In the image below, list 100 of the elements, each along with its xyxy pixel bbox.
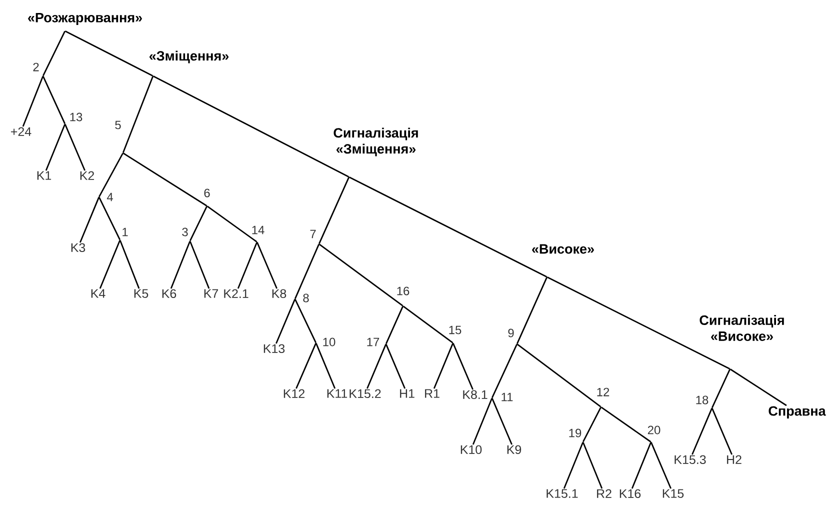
leaf-label: K2 (80, 171, 94, 180)
leaf-label: R2 (597, 489, 612, 498)
leaf-label: K11 (327, 389, 348, 398)
junction-number: 11 (502, 392, 513, 402)
tree-line (491, 398, 512, 445)
tree-line (99, 240, 121, 289)
junction-number: 6 (204, 188, 210, 198)
tree-line (42, 76, 66, 124)
leaf-label: K7 (204, 289, 218, 298)
tree-line (318, 244, 404, 306)
tree-line (491, 344, 518, 398)
junction-number: 14 (252, 226, 264, 234)
tree-line (152, 75, 350, 178)
tree-line (452, 342, 474, 390)
leaf-label: K8 (272, 289, 286, 298)
leaf-label: K9 (507, 445, 522, 454)
leaf-label: K12 (284, 389, 304, 398)
tree-line (64, 30, 154, 77)
tree-line (385, 306, 404, 344)
junction-number: 8 (303, 294, 309, 302)
junction-number: 20 (648, 426, 660, 434)
junction-number: 2 (33, 62, 39, 72)
leaf-label: R1 (425, 389, 440, 398)
junction-number: 17 (367, 338, 380, 346)
junction-number: 3 (182, 228, 188, 236)
leaf-label: K3 (71, 243, 86, 252)
junction-number: 4 (106, 192, 113, 202)
leaf-label: K16 (620, 489, 641, 498)
leaf-label: K5 (134, 289, 148, 298)
tree-line (315, 342, 336, 389)
junction-number: 7 (310, 230, 316, 238)
leaf-label: K10 (460, 445, 482, 454)
junction-number: 9 (508, 328, 514, 338)
leaf-label: K8.1 (463, 390, 488, 400)
branch-heading: Сигналізація «Високе» (700, 315, 784, 341)
tree-line (170, 240, 191, 289)
tree-line (98, 152, 124, 198)
tree-line (582, 406, 602, 442)
tree-line (294, 244, 320, 300)
tree-line (516, 276, 548, 344)
tree-line (22, 76, 44, 127)
tree-line (122, 76, 154, 154)
leaf-label: K15 (662, 489, 684, 498)
tree-line (189, 240, 210, 289)
tree-line (472, 398, 493, 445)
tree-line (348, 176, 548, 278)
tree-line (318, 176, 350, 244)
branch-heading: Сигналізація «Зміщення» (334, 128, 418, 156)
tree-line (366, 344, 387, 389)
tree-line (276, 298, 296, 344)
leaf-label: H2 (727, 455, 742, 464)
tree-line (45, 124, 66, 171)
tree-line (433, 342, 454, 389)
tree-line (296, 342, 317, 389)
tree-line (64, 124, 86, 171)
leaf-label: +24 (11, 127, 32, 136)
tree-line (206, 206, 258, 242)
junction-number: 19 (569, 428, 582, 438)
tree-line (650, 442, 672, 489)
tree-line (42, 30, 66, 76)
branch-heading: «Зміщення» (149, 50, 229, 64)
tree-line (631, 442, 652, 489)
tree-line (402, 306, 454, 344)
tree-line (119, 240, 140, 289)
tree-line (711, 408, 732, 455)
leaf-label: K6 (162, 289, 176, 298)
leaf-label: K1 (37, 171, 52, 180)
junction-number: 16 (397, 286, 410, 296)
leaf-label: K13 (264, 344, 285, 354)
junction-number: 13 (70, 112, 82, 122)
branch-heading: «Розжарювання» (28, 12, 142, 26)
tree-line (385, 344, 406, 389)
tree-line (692, 408, 713, 455)
leaf-label: K4 (91, 289, 106, 298)
tree-line (563, 442, 584, 489)
tree-line (294, 298, 317, 344)
leaf-label: H1 (400, 389, 414, 398)
tree-line (516, 344, 602, 408)
junction-number: 10 (323, 338, 336, 346)
tree-line (256, 242, 278, 289)
tree-line (79, 196, 100, 243)
leaf-label: Справна (768, 406, 826, 418)
leaf-label: K15.3 (674, 455, 706, 464)
junction-number: 18 (696, 396, 708, 404)
tree-line (711, 368, 731, 408)
tree-line (582, 442, 603, 489)
junction-number: 15 (449, 326, 462, 334)
branch-heading: «Високе» (532, 244, 594, 254)
leaf-label: K2.1 (224, 289, 248, 298)
junction-number: 5 (115, 120, 121, 130)
tree-line (122, 152, 208, 206)
tree-line (189, 206, 208, 242)
tree-line (600, 406, 652, 442)
leaf-label: K15.2 (350, 389, 381, 398)
tree-line (730, 368, 787, 406)
tree-line (98, 196, 121, 240)
junction-number: 12 (597, 388, 610, 396)
junction-number: 1 (122, 228, 128, 236)
tree-line (237, 242, 258, 289)
tree-line (546, 276, 730, 370)
